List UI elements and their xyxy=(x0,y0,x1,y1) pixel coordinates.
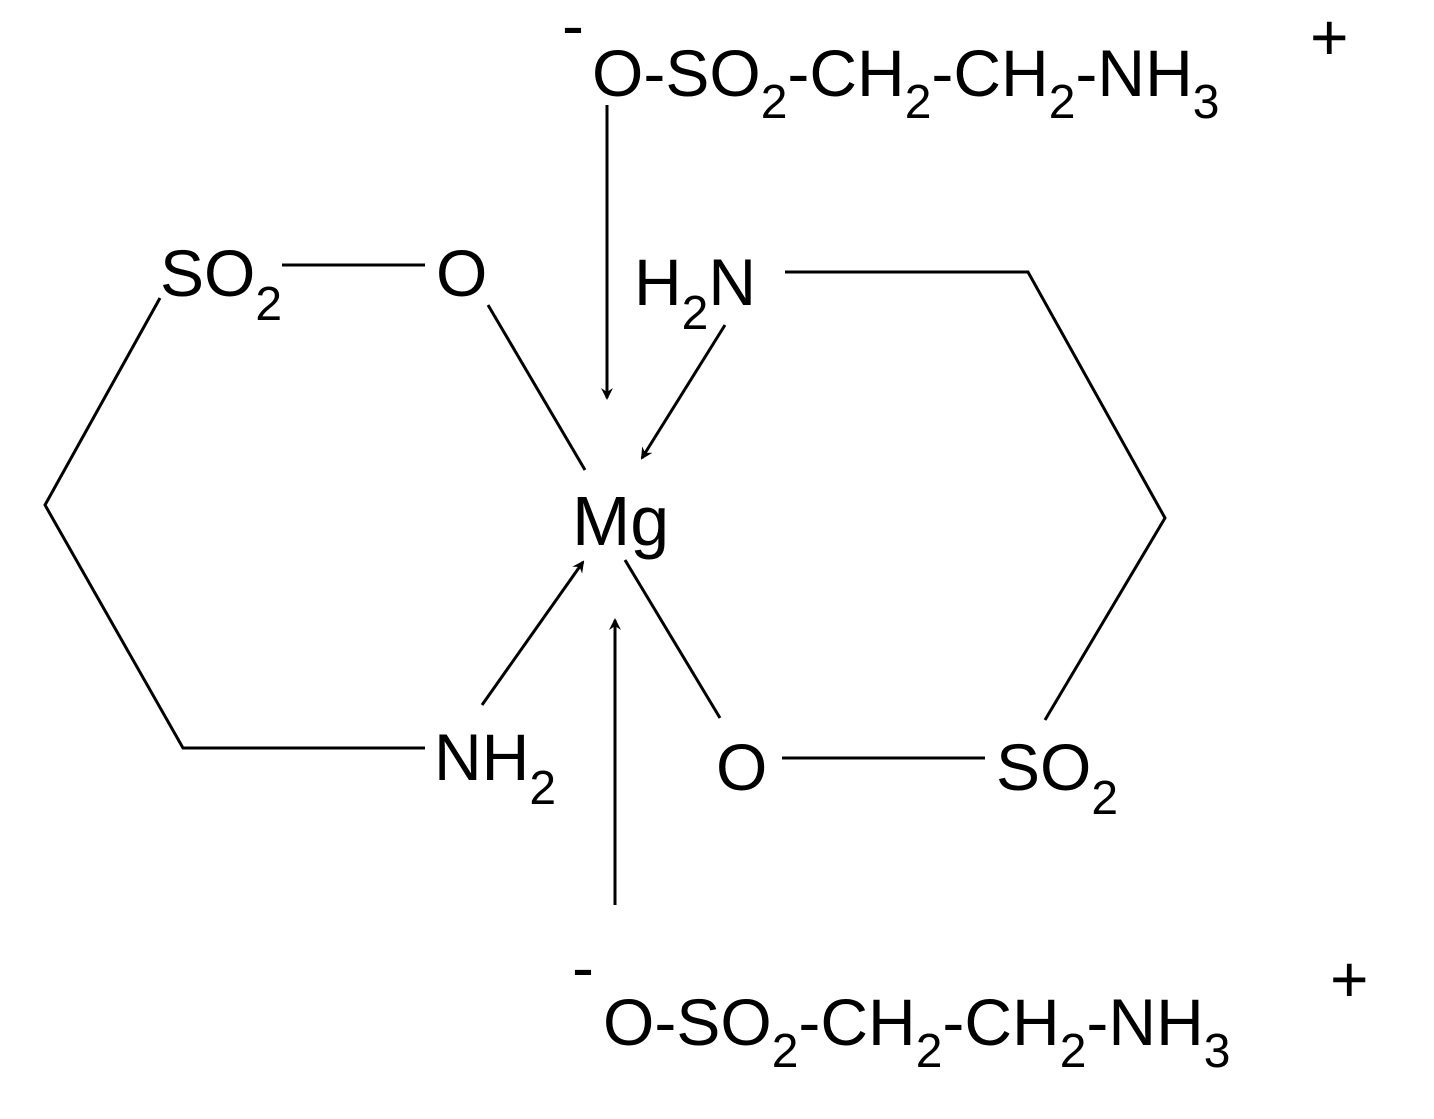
coordinate-arrow-nh2-to-mg xyxy=(480,560,585,706)
magnesium-atom: Mg xyxy=(572,482,669,560)
bond-o-mg-left xyxy=(486,304,587,471)
top-ligand-plus-charge: + xyxy=(1310,0,1349,74)
formula-segment: O-SO xyxy=(592,36,761,110)
left-amine-group: NH2 xyxy=(434,720,556,815)
bond-mg-o-right xyxy=(623,559,722,719)
top-ligand-formula: O-SO2-CH2-CH2-NH3 xyxy=(592,36,1219,129)
formula-segment: -CH xyxy=(942,985,1059,1059)
formula-subscript: 2 xyxy=(916,1025,943,1078)
left-so2-group: SO2 xyxy=(160,236,282,331)
formula-subscript: 2 xyxy=(772,1025,799,1078)
coordinate-arrow-h2n-to-mg xyxy=(640,324,727,460)
formula-subscript: 3 xyxy=(1204,1025,1231,1078)
right-amine-group: H2N xyxy=(634,245,756,340)
formula-segment: -CH xyxy=(798,985,915,1059)
bottom-ligand-plus-charge: + xyxy=(1330,942,1369,1016)
formula-subscript: 2 xyxy=(905,76,932,129)
right-ring-carbon-chain xyxy=(785,270,1167,721)
right-so2-group: SO2 xyxy=(996,730,1118,825)
bottom-ligand-formula: O-SO2-CH2-CH2-NH3 xyxy=(603,985,1230,1078)
formula-segment: O-SO xyxy=(603,985,772,1059)
formula-segment: -NH xyxy=(1075,36,1192,110)
top-ligand-minus-charge: - xyxy=(562,0,584,62)
bottom-ligand-minus-charge: - xyxy=(572,930,594,1004)
formula-subscript: 2 xyxy=(1060,1025,1087,1078)
left-oxygen-atom: O xyxy=(436,236,487,310)
formula-subscript: 2 xyxy=(761,76,788,129)
formula-subscript: 3 xyxy=(1193,76,1220,129)
formula-segment: -CH xyxy=(931,36,1048,110)
formula-segment: -NH xyxy=(1086,985,1203,1059)
formula-segment: -CH xyxy=(787,36,904,110)
left-ring-carbon-chain xyxy=(43,297,425,750)
right-oxygen-atom: O xyxy=(716,730,767,804)
formula-subscript: 2 xyxy=(1049,76,1076,129)
